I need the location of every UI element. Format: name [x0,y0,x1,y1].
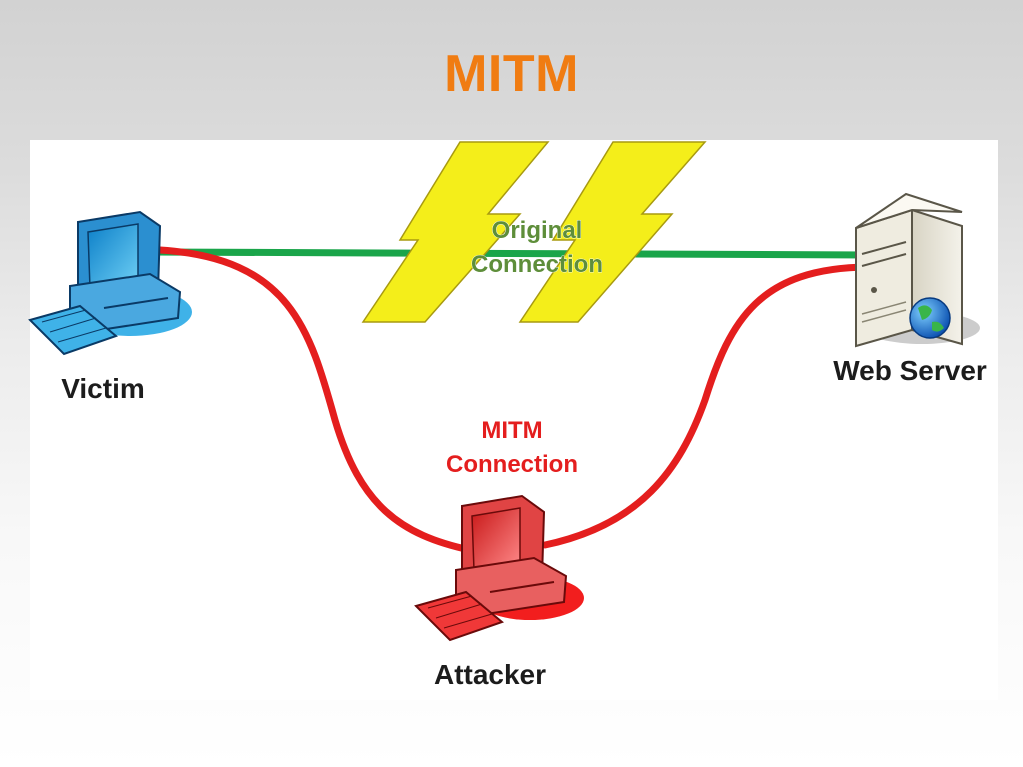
attacker-label: Attacker [434,659,546,690]
mitm-connection-victim-line [156,246,474,554]
mitm-connection-label-line2: Connection [446,451,578,478]
victim-computer-icon [28,210,192,356]
attacker-computer-icon [414,494,584,642]
mitm-connection-label: MITM [481,417,542,444]
original-connection-label-line2: Connection [471,251,603,278]
lightning-bolt-icon [361,141,707,323]
original-connection-label: Original [492,217,583,244]
slide-title: MITM [444,45,579,103]
victim-label: Victim [61,373,145,404]
web-server-label: Web Server [833,355,987,386]
mitm-connection-server-line [541,263,872,549]
web-server-icon [855,192,980,348]
original-connection-line [149,248,871,259]
